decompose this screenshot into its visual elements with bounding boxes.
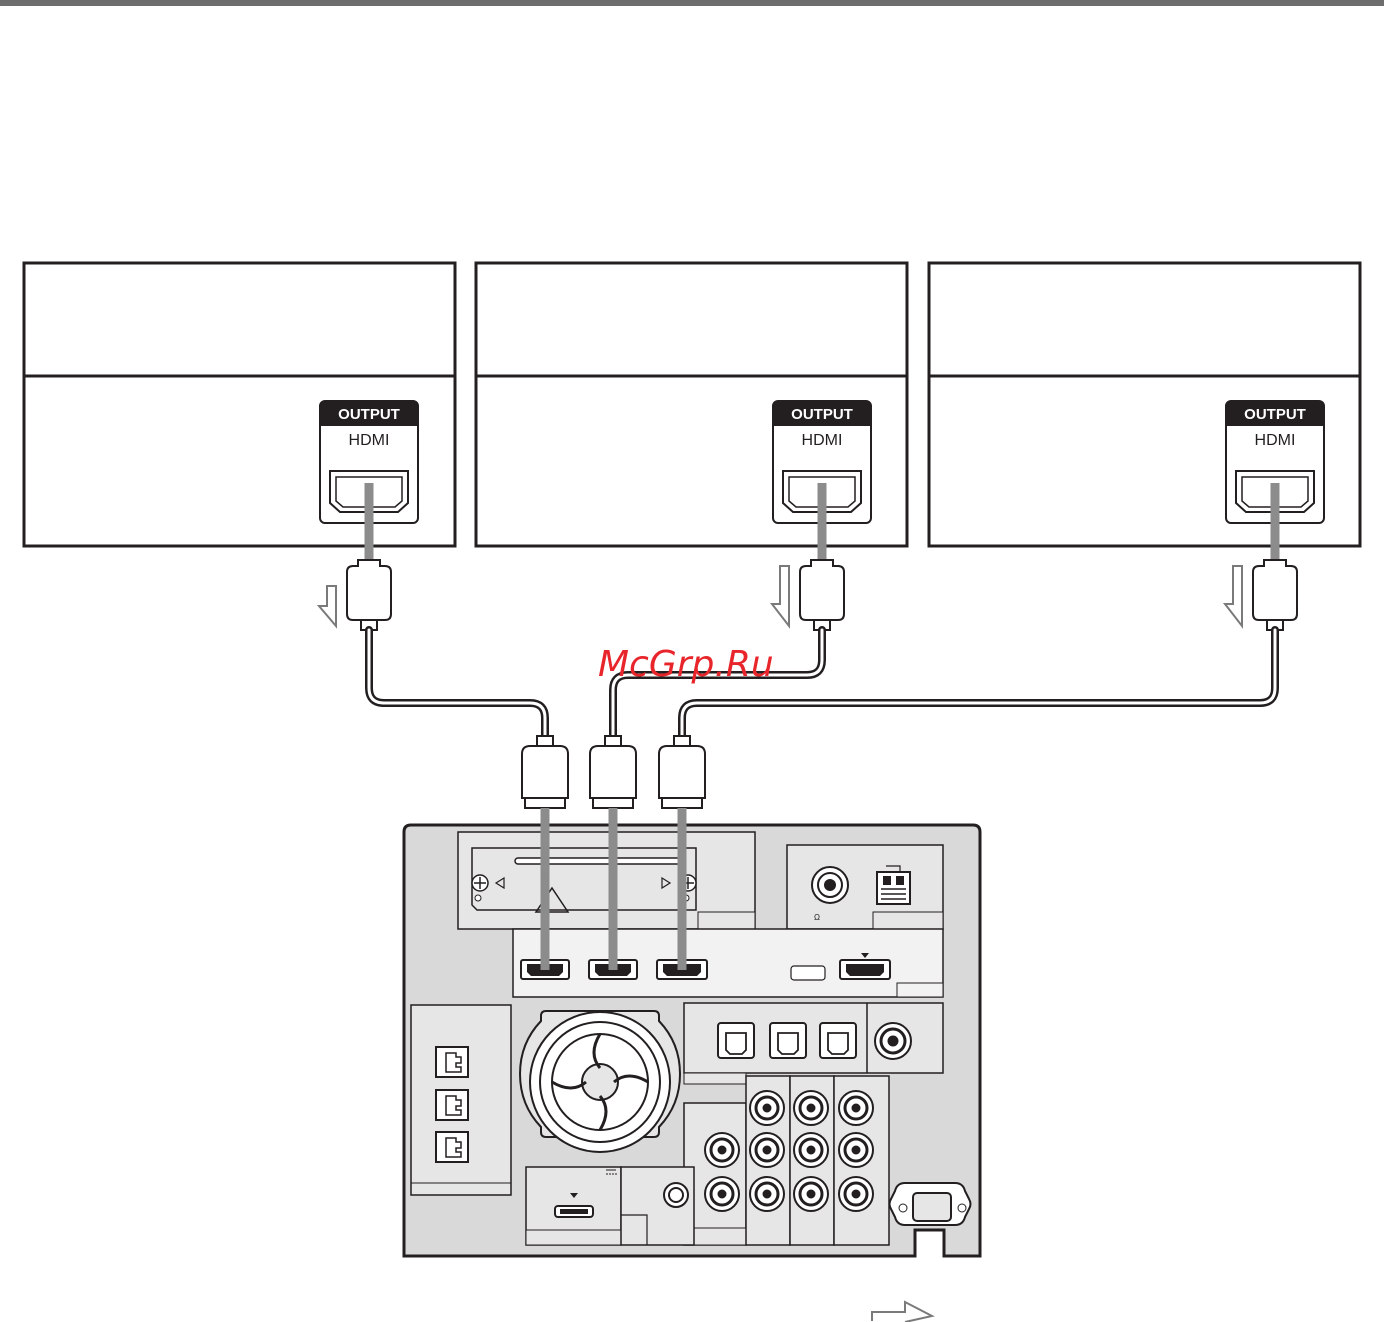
watermark-text: McGrp.Ru — [598, 644, 774, 685]
ac-inlet[interactable] — [890, 1183, 971, 1225]
fm-antenna-terminal[interactable] — [877, 866, 910, 904]
optical-port-1[interactable] — [718, 1023, 754, 1058]
antenna-bay: Ω — [787, 845, 943, 929]
hdmi-plug-bottom-1 — [522, 736, 568, 808]
hdmi-plug-bottom-3 — [659, 736, 705, 808]
optical-bay — [684, 1003, 943, 1084]
port-tag-output: OUTPUT — [338, 406, 400, 423]
header-bar — [0, 0, 1384, 6]
module-slot-bay — [458, 832, 755, 929]
port-type-hdmi: HDMI — [802, 432, 843, 449]
device-top-section — [929, 263, 1360, 376]
lan-bay — [411, 1005, 511, 1195]
lan-port-1[interactable] — [436, 1047, 468, 1077]
antenna-jack[interactable] — [812, 867, 848, 903]
mini-jack[interactable] — [664, 1183, 688, 1207]
signal-flow-arrow-icon — [319, 566, 1242, 626]
receiver-rear-panel: Ω — [404, 808, 980, 1256]
indicator-label — [791, 966, 825, 980]
device-top-section — [24, 263, 455, 376]
lan-port-2[interactable] — [436, 1090, 468, 1120]
signal-flow-arrow-icon — [872, 1302, 932, 1322]
port-tag-output: OUTPUT — [791, 406, 853, 423]
port-type-hdmi: HDMI — [349, 432, 390, 449]
hdmi-bay — [513, 929, 943, 997]
optical-port-3[interactable] — [820, 1023, 856, 1058]
hdmi-plug-top-2 — [800, 560, 844, 630]
coaxial-jack[interactable] — [875, 1023, 911, 1059]
optical-port-2[interactable] — [770, 1023, 806, 1058]
hdmi-cables — [369, 630, 1275, 738]
source-device-3: OUTPUT HDMI — [929, 263, 1360, 546]
hdmi-plug-top-3 — [1253, 560, 1297, 630]
card-slot[interactable] — [515, 858, 681, 864]
hdmi-plug-top-1 — [347, 560, 391, 630]
headphone-bay — [621, 1167, 694, 1245]
source-device-1: OUTPUT HDMI — [24, 263, 455, 546]
usb-bay — [526, 1167, 621, 1245]
port-type-hdmi: HDMI — [1255, 432, 1296, 449]
port-tag-output: OUTPUT — [1244, 406, 1306, 423]
source-device-2: OUTPUT HDMI — [476, 263, 907, 546]
hdmi-tv-output-port[interactable] — [840, 960, 890, 979]
device-top-section — [476, 263, 907, 376]
lan-port-3[interactable] — [436, 1132, 468, 1162]
screw-icon — [472, 875, 488, 891]
ohm-mark: Ω — [814, 913, 820, 922]
fan-grille-icon — [520, 1011, 680, 1152]
hdmi-plug-bottom-2 — [590, 736, 636, 808]
